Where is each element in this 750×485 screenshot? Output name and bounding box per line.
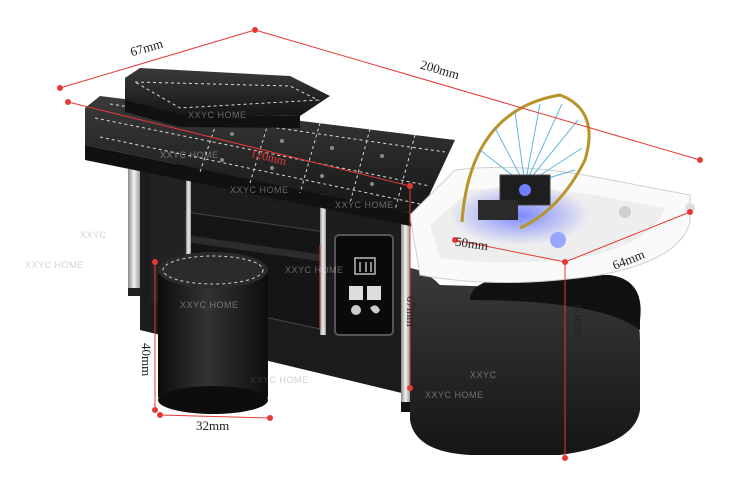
watermark: XXYC HOME [180,300,239,310]
head-pillow [125,68,330,128]
dim-stool-height: 40mm [139,343,154,377]
control-panel [334,234,394,336]
dim-bed-height: 67mm [404,296,418,327]
dimension-lines [57,27,703,461]
arc-shower [460,93,591,230]
watermark: XXYC HOME [188,110,247,120]
watermark: XXYC HOME [285,265,344,275]
watermark: XXYC [80,230,107,240]
watermark: XXYC HOME [335,200,394,210]
watermark: XXYC HOME [425,390,484,400]
stool [158,252,268,414]
watermark: XXYC HOME [250,375,309,385]
watermark: XXYC HOME [25,260,84,270]
dim-basin-height: 63mm [571,305,586,339]
watermark: XXYC HOME [160,150,219,160]
dim-stool-width: 32mm [196,418,230,433]
watermark: XXYC [470,370,497,380]
watermark: XXYC HOME [230,185,289,195]
shampoo-basin [409,166,695,455]
back-leg-left [128,160,140,296]
